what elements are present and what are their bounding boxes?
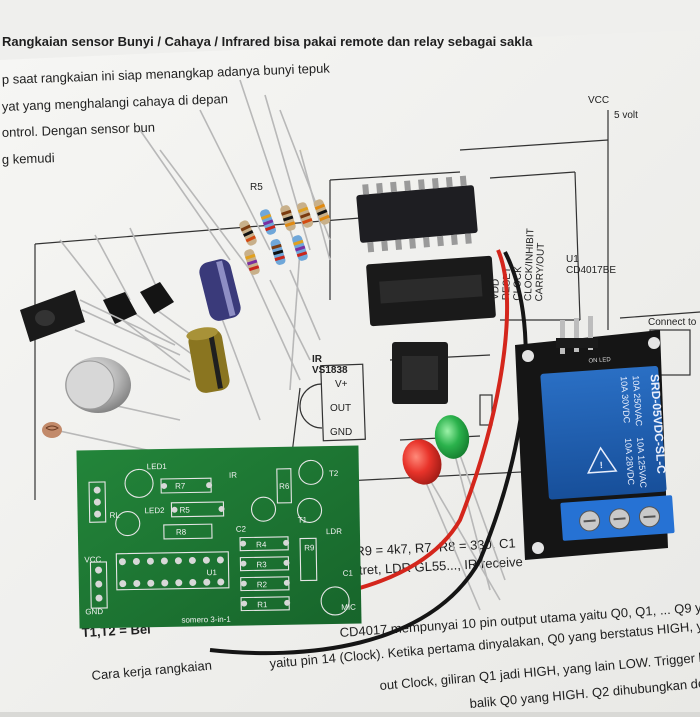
- capacitor-gold: [186, 327, 230, 393]
- resistor-icon: [244, 249, 260, 275]
- supply-label: 5 volt: [614, 110, 638, 121]
- ir-receiver-icon: [20, 290, 181, 356]
- relay-spec: 10A 125VAC: [635, 437, 649, 489]
- pcb-label: IR: [229, 471, 237, 480]
- pcb-label: MIC: [341, 603, 356, 612]
- paper-line: ontrol. Dengan sensor bun: [2, 120, 156, 140]
- pcb-label: T2: [329, 469, 339, 478]
- pcb-label: VCC: [84, 555, 101, 564]
- microphone-icon: [65, 357, 131, 413]
- pcb-label: GND: [85, 607, 103, 616]
- ic-label: U1: [566, 254, 579, 265]
- connect-label: Connect to: [648, 317, 697, 328]
- pcb-label: LED1: [147, 462, 168, 471]
- pcb-label: R1: [257, 600, 268, 609]
- paper-title: Rangkaian sensor Bunyi / Cahaya / Infrar…: [2, 34, 533, 49]
- pin-label: CARRY/OUT: [534, 243, 547, 302]
- ir-part: VS1838: [312, 365, 348, 376]
- pcb-label: R8: [176, 528, 187, 537]
- resistor-icon: [313, 199, 331, 225]
- ic-socket-16: [366, 255, 496, 327]
- resistor-icon: [296, 202, 314, 228]
- resistor-icon: [292, 235, 308, 261]
- pcb-label: RL: [110, 511, 121, 520]
- relay-body: [540, 365, 667, 500]
- relay-ce-mark: !: [599, 460, 603, 470]
- relay-spec: 10A 250VAC: [631, 375, 645, 427]
- pin-label: CLOCK/INHIBIT: [523, 228, 537, 301]
- ic-socket-small: [392, 342, 448, 404]
- pcb-label: R4: [256, 540, 267, 549]
- r5-label: R5: [250, 182, 263, 193]
- ic-name: CD4017BE: [566, 265, 616, 276]
- ir-pin: V+: [335, 379, 348, 390]
- pcb-label: LED2: [144, 506, 165, 515]
- pcb-label: R9: [304, 543, 315, 552]
- pcb-label: LDR: [326, 527, 342, 536]
- transistor-icon: [103, 282, 174, 324]
- pcb-label: U1: [207, 568, 218, 577]
- ir-name: IR: [312, 354, 323, 365]
- relay-board-label: ON LED: [588, 357, 611, 365]
- pcb-label: somero 3-in-1: [181, 615, 231, 625]
- ir-pin: GND: [330, 427, 352, 438]
- pcb-label: R2: [257, 580, 268, 589]
- paper-line: g kemudi: [2, 150, 55, 167]
- pcb-label: T1: [298, 515, 308, 524]
- component-leads: [54, 79, 506, 611]
- relay-spec: 10A 28VDC: [623, 438, 636, 486]
- resistor-icon: [239, 220, 257, 246]
- pcb-label: R5: [179, 505, 190, 514]
- pin-label: VDD: [490, 279, 502, 300]
- pcb-label: R3: [256, 560, 267, 569]
- relay-module: ! SRD-05VDC-SL-C 10A 250VAC 10A 30VDC 10…: [515, 316, 675, 560]
- vcc-label: VCC: [588, 95, 609, 106]
- resistor-icon: [270, 239, 286, 265]
- ic-chip-4017: [356, 175, 478, 253]
- led-icon: [402, 415, 470, 485]
- relay-spec: 10A 30VDC: [619, 376, 632, 424]
- ir-pin: OUT: [330, 403, 351, 414]
- wire-black: [209, 251, 528, 656]
- pcb-label: R7: [175, 482, 186, 491]
- pcb-label: C1: [343, 569, 354, 578]
- paper-top-sheet: [0, 0, 700, 62]
- relay-model: SRD-05VDC-SL-C: [648, 374, 669, 475]
- pcb-label: C2: [236, 525, 247, 534]
- paper-text-top: Rangkaian sensor Bunyi / Cahaya / Infrar…: [2, 34, 534, 167]
- resistor-icon: [259, 209, 277, 235]
- resistor-bank: [239, 199, 331, 275]
- capacitor-blue: [199, 259, 241, 321]
- resistor-icon: [280, 205, 296, 231]
- ldr-icon: [42, 422, 62, 438]
- pcb-board: LED1 R7 R5 IR R6 T2 LED2 R8 C2 T1 R4 R3 …: [76, 445, 362, 629]
- pcb-label: R6: [279, 482, 290, 491]
